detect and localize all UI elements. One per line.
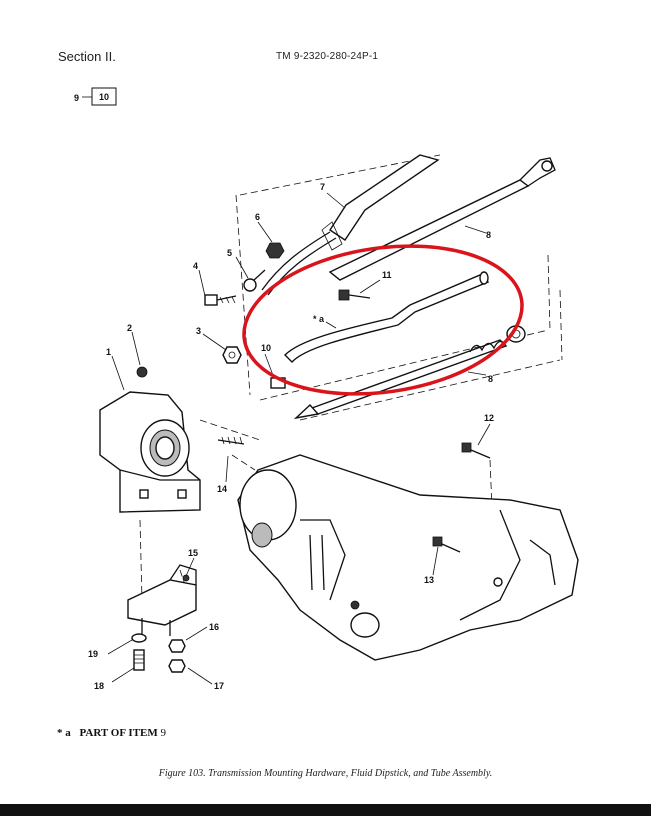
callout-11: 11 [382,270,392,280]
callout-5: 5 [227,248,232,258]
bolt-4 [204,294,237,306]
transmission-case [237,454,579,661]
bottom-bar [0,804,651,816]
callout-7: 7 [320,182,325,192]
callout-3: 3 [196,326,201,336]
callout-16: 16 [209,622,219,632]
callout-2: 2 [127,323,132,333]
small-hardware [204,242,371,364]
adapter-housing [99,366,201,513]
bolt-11 [338,289,371,301]
stud-14 [217,436,245,445]
callout-1: 1 [106,347,111,357]
clamp-5 [243,269,266,292]
dipstick-tube-upper [261,154,440,296]
nut-3 [222,346,242,364]
callout-12: 12 [484,413,494,423]
callout-15: 15 [188,548,198,558]
index-prefix: 9 [74,93,79,103]
callout-17: 17 [214,681,224,691]
callout-19: 19 [88,649,98,659]
callout-14: 14 [217,484,227,494]
callout-part-of-9: * a [313,314,325,324]
callout-10: 10 [261,343,271,353]
figure-caption: Figure 103. Transmission Mounting Hardwa… [158,768,493,779]
legend-item: 9 [160,727,167,739]
highlight-ring [242,244,524,396]
index-box: 10 [99,92,109,102]
dipstick-upper [328,157,556,281]
mount-bracket [127,564,197,636]
index-indicator: 9 10 [74,87,117,106]
callout-labels: 7 8 6 5 4 11 * a 3 10 8 2 1 12 14 13 15 … [88,182,494,691]
tm-number: TM 9-2320-280-24P-1 [276,51,379,62]
callout-13: 13 [424,575,434,585]
callout-6: 6 [255,212,260,222]
callout-8-lower: 8 [488,374,493,384]
legend: * a PART OF ITEM 9 [57,727,166,739]
callout-18: 18 [94,681,104,691]
mount-hardware [131,633,186,673]
legend-text: PART OF ITEM [79,727,158,739]
callout-8-upper: 8 [486,230,491,240]
section-label: Section II. [58,49,116,64]
leader-lines [107,192,491,685]
legend-mark: * a [57,727,71,739]
nut-6 [265,242,285,259]
callout-4: 4 [193,261,198,271]
bolt-13 [432,536,461,553]
bolt-12 [461,442,491,459]
